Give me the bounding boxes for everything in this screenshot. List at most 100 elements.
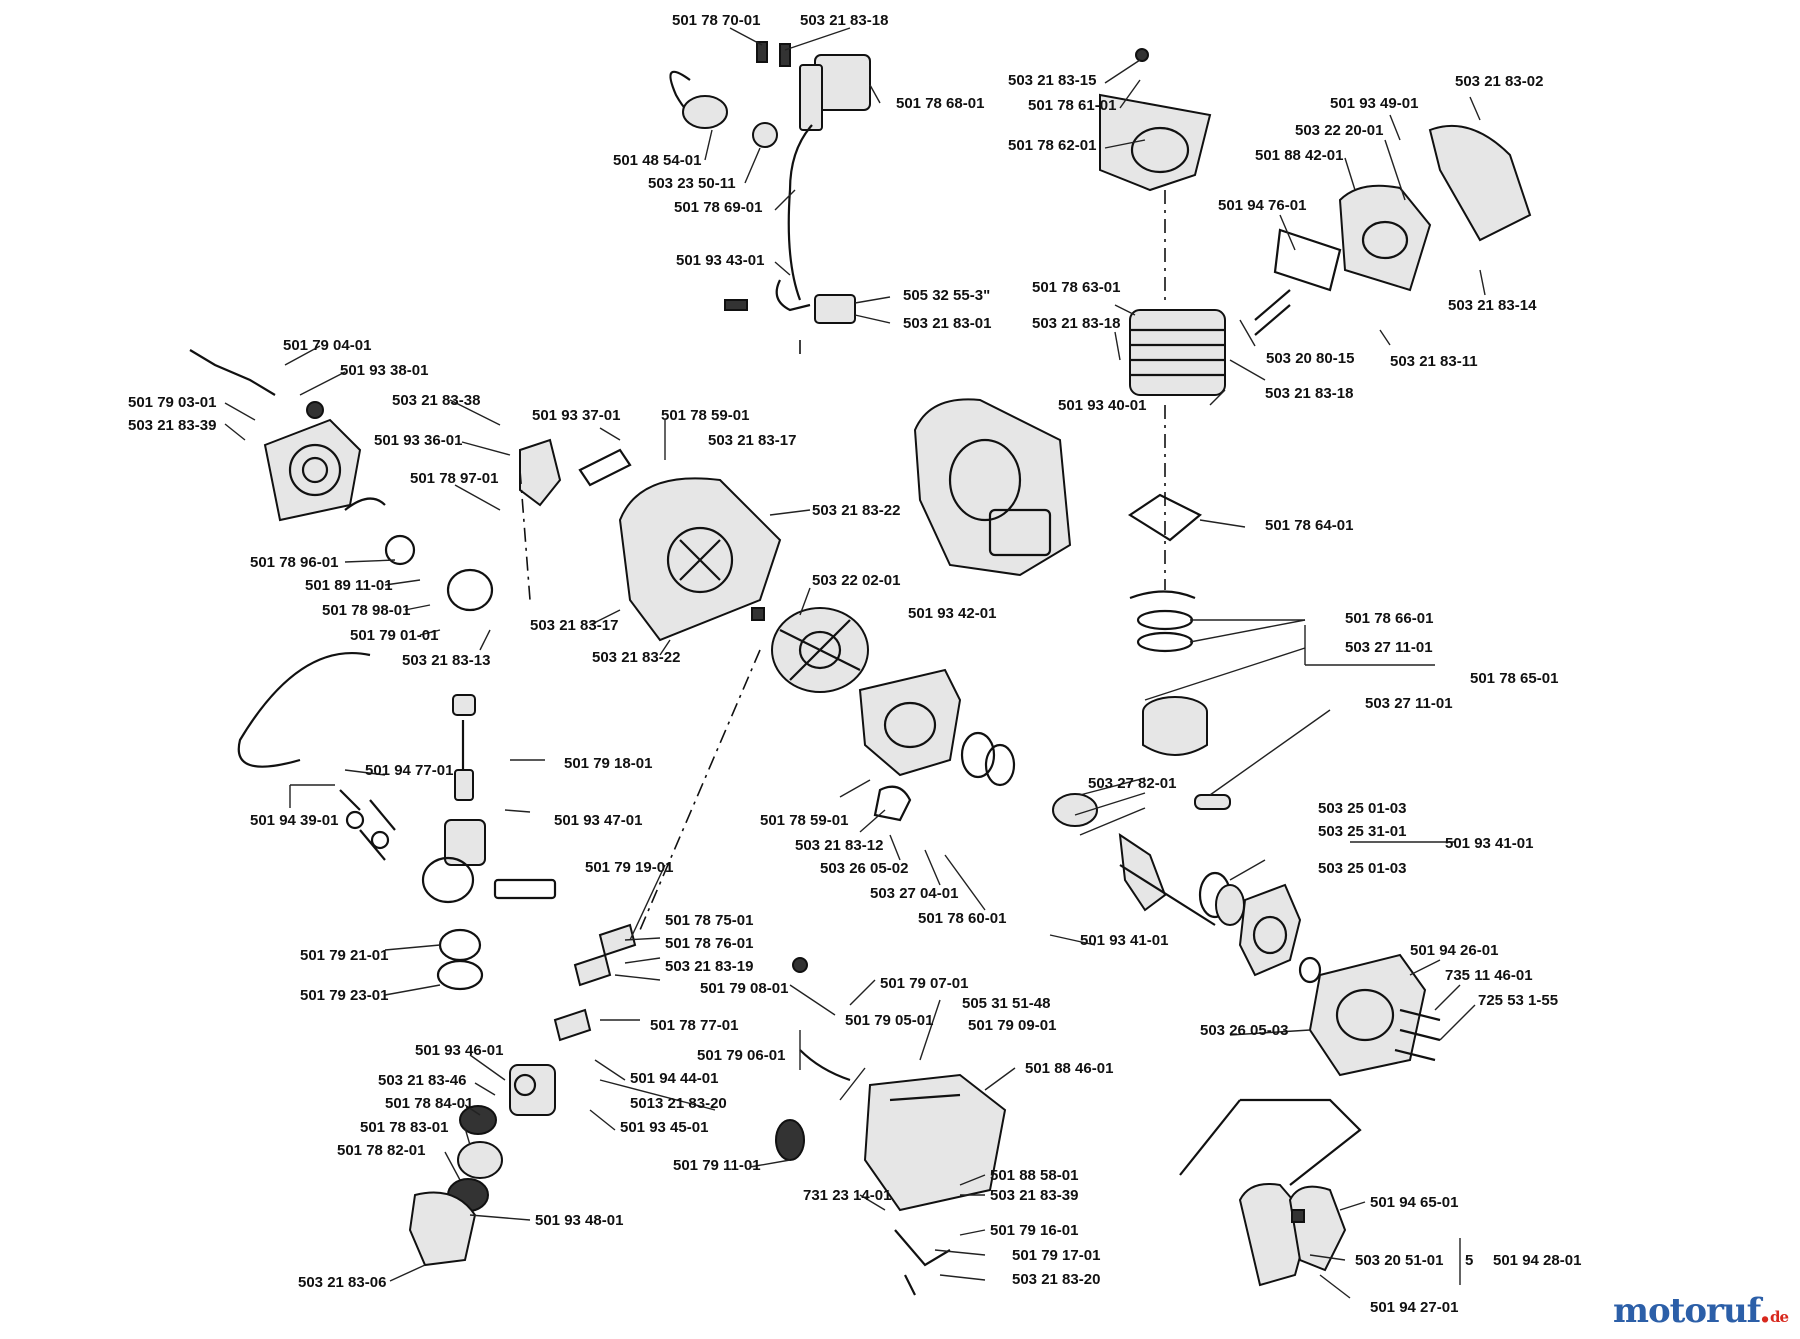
part-label: 503 21 83-18 bbox=[1265, 385, 1353, 402]
part-label: 501 94 77-01 bbox=[365, 762, 453, 779]
part-label: 503 21 83-18 bbox=[1032, 315, 1120, 332]
part-label: 501 93 46-01 bbox=[415, 1042, 503, 1059]
part-label: 501 79 09-01 bbox=[968, 1017, 1056, 1034]
part-label: 501 79 07-01 bbox=[880, 975, 968, 992]
part-label: 501 78 84-01 bbox=[385, 1095, 473, 1112]
part-label: 503 21 83-38 bbox=[392, 392, 480, 409]
part-label: 501 79 23-01 bbox=[300, 987, 388, 1004]
part-label: 501 78 65-01 bbox=[1470, 670, 1558, 687]
part-label: 501 78 68-01 bbox=[896, 95, 984, 112]
part-label: 501 78 59-01 bbox=[760, 812, 848, 829]
part-label: 503 21 83-46 bbox=[378, 1072, 466, 1089]
part-label: 503 21 83-22 bbox=[812, 502, 900, 519]
part-label: 501 88 46-01 bbox=[1025, 1060, 1113, 1077]
part-label: 501 93 42-01 bbox=[908, 605, 996, 622]
part-label: 503 27 04-01 bbox=[870, 885, 958, 902]
part-labels: 501 78 70-01 503 21 83-18 501 78 68-01 5… bbox=[128, 12, 1581, 1316]
cylinder-cover-drawing bbox=[1099, 48, 1212, 192]
carburetor-drawing bbox=[339, 694, 557, 991]
part-label: 501 94 28-01 bbox=[1493, 1252, 1581, 1269]
part-label: 501 78 76-01 bbox=[665, 935, 753, 952]
part-label: 503 21 83-02 bbox=[1455, 73, 1543, 90]
part-label: 501 89 11-01 bbox=[305, 577, 393, 594]
part-label: 501 93 36-01 bbox=[374, 432, 462, 449]
part-label: 501 78 64-01 bbox=[1265, 517, 1353, 534]
part-label: 501 94 65-01 bbox=[1370, 1194, 1458, 1211]
part-label: 503 21 83-01 bbox=[903, 315, 991, 332]
flywheel-drawing bbox=[751, 607, 869, 693]
part-label: 501 79 01-01 bbox=[350, 627, 438, 644]
part-label: 501 79 05-01 bbox=[845, 1012, 933, 1029]
part-label: 501 78 60-01 bbox=[918, 910, 1006, 927]
part-label: 503 21 83-15 bbox=[1008, 72, 1096, 89]
clutch-drawing bbox=[1179, 1098, 1362, 1287]
part-label: 501 78 82-01 bbox=[337, 1142, 425, 1159]
part-label: 501 78 61-01 bbox=[1028, 97, 1116, 114]
part-label: 503 21 83-13 bbox=[402, 652, 490, 669]
part-label: 501 93 45-01 bbox=[620, 1119, 708, 1136]
part-label: 501 79 16-01 bbox=[990, 1222, 1078, 1239]
part-label: 501 88 42-01 bbox=[1255, 147, 1343, 164]
part-label: 501 79 03-01 bbox=[128, 394, 216, 411]
part-label: 501 93 48-01 bbox=[535, 1212, 623, 1229]
rear-crankcase-drawing bbox=[1238, 883, 1322, 984]
part-label: 501 78 63-01 bbox=[1032, 279, 1120, 296]
part-label: 501 93 43-01 bbox=[676, 252, 764, 269]
part-label: 501 79 11-01 bbox=[673, 1157, 761, 1174]
part-label: 501 88 58-01 bbox=[990, 1167, 1078, 1184]
part-label: 501 78 69-01 bbox=[674, 199, 762, 216]
part-label: 501 94 44-01 bbox=[630, 1070, 718, 1087]
part-label: 503 21 83-06 bbox=[298, 1274, 386, 1291]
part-label: 503 21 83-11 bbox=[1390, 353, 1478, 370]
part-label: 501 79 21-01 bbox=[300, 947, 388, 964]
assembly-lines bbox=[519, 190, 1166, 931]
part-label: 503 27 82-01 bbox=[1088, 775, 1176, 792]
part-label: 503 23 50-11 bbox=[648, 175, 736, 192]
part-label: 501 78 70-01 bbox=[672, 12, 760, 29]
part-label: 501 78 77-01 bbox=[650, 1017, 738, 1034]
logo-tld: de bbox=[1769, 1308, 1789, 1326]
part-label: 501 93 41-01 bbox=[1080, 932, 1168, 949]
part-label: 503 22 02-01 bbox=[812, 572, 900, 589]
part-label: 731 23 14-01 bbox=[803, 1187, 891, 1204]
engine-block-drawing bbox=[913, 398, 1072, 577]
part-label: 503 21 83-22 bbox=[592, 649, 680, 666]
part-label: 501 79 04-01 bbox=[283, 337, 371, 354]
part-label: 501 48 54-01 bbox=[613, 152, 701, 169]
starter-housing-drawing bbox=[189, 349, 386, 522]
part-label: 503 20 80-15 bbox=[1266, 350, 1354, 367]
leader-lines bbox=[224, 27, 1486, 1299]
logo-name: motoruf bbox=[1613, 1291, 1760, 1331]
part-label: 725 53 1-55 bbox=[1478, 992, 1558, 1009]
part-label: 505 31 51-48 bbox=[962, 995, 1050, 1012]
fuel-line-drawing bbox=[237, 651, 371, 768]
ignition-module-drawing bbox=[669, 41, 871, 324]
part-label: 501 78 83-01 bbox=[360, 1119, 448, 1136]
part-label: 503 25 01-03 bbox=[1318, 800, 1406, 817]
cylinder-drawing bbox=[1129, 289, 1291, 396]
part-label: 503 25 31-01 bbox=[1318, 823, 1406, 840]
part-label: 501 79 06-01 bbox=[697, 1047, 785, 1064]
part-label: 501 93 37-01 bbox=[532, 407, 620, 424]
part-label: 503 26 05-02 bbox=[820, 860, 908, 877]
part-label: 503 22 20-01 bbox=[1295, 122, 1383, 139]
part-label: 503 21 83-14 bbox=[1448, 297, 1537, 314]
logo-dot: . bbox=[1759, 1291, 1771, 1331]
part-label: 503 27 11-01 bbox=[1345, 639, 1433, 656]
part-label: 501 78 96-01 bbox=[250, 554, 338, 571]
part-label: 501 93 40-01 bbox=[1058, 397, 1146, 414]
part-label: 503 20 51-01 bbox=[1355, 1252, 1443, 1269]
part-label: 501 79 08-01 bbox=[700, 980, 788, 997]
part-label: 503 21 83-17 bbox=[708, 432, 796, 449]
part-label: 501 78 62-01 bbox=[1008, 137, 1096, 154]
part-label: 503 27 11-01 bbox=[1365, 695, 1453, 712]
fan-housing-drawing bbox=[618, 477, 782, 642]
part-label: 503 25 01-03 bbox=[1318, 860, 1406, 877]
part-label: 501 79 18-01 bbox=[564, 755, 652, 772]
air-filter-drawing bbox=[408, 923, 637, 1267]
crankcase-drawing bbox=[858, 668, 1016, 822]
part-label: 501 78 97-01 bbox=[410, 470, 498, 487]
part-label: 501 94 26-01 bbox=[1410, 942, 1498, 959]
part-label: 503 21 83-12 bbox=[795, 837, 883, 854]
